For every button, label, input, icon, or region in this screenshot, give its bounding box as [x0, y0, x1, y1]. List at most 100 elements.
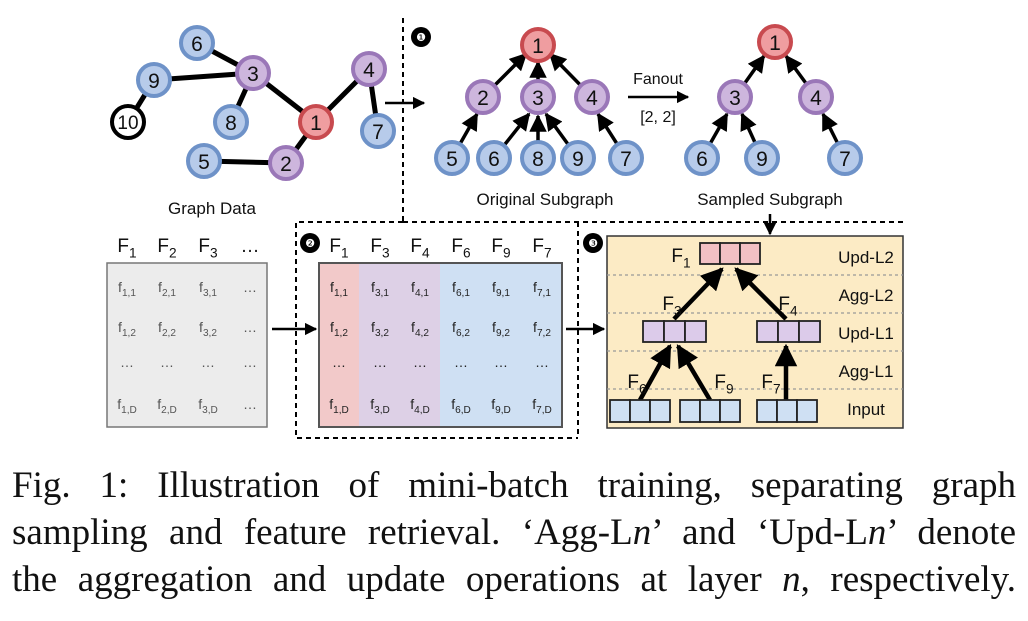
orig-node-5: 5 [434, 140, 470, 176]
sampled-features-cell: f4,1 [411, 279, 429, 299]
sampled-features-box [318, 262, 563, 428]
sampled-col-purple [359, 263, 440, 427]
graph-node-3-label: 3 [247, 63, 259, 86]
samp-node-1-label: 1 [769, 32, 781, 55]
original-subgraph-nodes: 1 2 3 4 5 6 8 9 7 [434, 27, 644, 176]
step-marker-2-text: ❷ [305, 238, 315, 250]
graph-node-4: 4 [351, 51, 387, 87]
feature-table-cell: … [243, 354, 257, 370]
sampled-subgraph-label: Sampled Subgraph [697, 190, 843, 209]
figure-caption: Fig. 1: Illustration of mini-batch train… [12, 462, 1016, 603]
step-marker-1-text: ❶ [416, 32, 426, 44]
samp-node-7: 7 [827, 140, 863, 176]
mini-batch-training-diagram: ❶ ❷ ❸ 6 9 3 4 10 8 1 7 5 [106, 18, 905, 439]
samp-node-6: 6 [684, 140, 720, 176]
sampled-features-cell: f3,D [370, 396, 390, 416]
orig-node-6: 6 [476, 140, 512, 176]
caption-line-2a: sampling and feature retrieval. ‘Agg-L [12, 512, 633, 553]
layer-label-upd-l1: Upd-L1 [838, 324, 894, 343]
aggregation-arrows [638, 267, 798, 402]
feature-table-cell: f1,2 [118, 319, 136, 339]
embedding-f4 [756, 320, 821, 343]
training-model: Upd-L2 Agg-L2 Upd-L1 Agg-L1 Input [606, 235, 904, 429]
orig-node-6-label: 6 [488, 148, 500, 171]
feature-table-cell: f3,2 [199, 319, 217, 339]
layer-label-agg-l2: Agg-L2 [839, 286, 894, 305]
sampled-features-cell: f4,2 [411, 319, 429, 339]
samp-node-9: 9 [744, 140, 780, 176]
orig-node-3-label: 3 [532, 87, 544, 110]
sampled-features-cell: f9,2 [492, 319, 510, 339]
orig-node-1-label: 1 [532, 35, 544, 58]
graph-node-6-label: 6 [191, 33, 203, 56]
samp-node-1: 1 [757, 24, 793, 60]
graph-node-3: 3 [235, 55, 271, 91]
orig-node-1: 1 [520, 27, 556, 63]
sampled-features-cell: … [454, 354, 468, 370]
samp-node-3: 3 [717, 79, 753, 115]
orig-node-9: 9 [560, 140, 596, 176]
sampled-features-cell: … [535, 354, 549, 370]
feature-table-cell: f3,D [198, 396, 218, 416]
sampled-subgraph-nodes: 1 3 4 6 9 7 [684, 24, 863, 176]
graph-node-8: 8 [213, 104, 249, 140]
sampled-features-cell: f6,D [451, 396, 471, 416]
graph-node-7: 7 [360, 113, 396, 149]
sampled-features-cell: f1,1 [330, 279, 348, 299]
caption-line-2b: ’ and ‘Upd-L [651, 512, 868, 553]
orig-node-8: 8 [520, 140, 556, 176]
graph-node-5-label: 5 [198, 151, 210, 174]
graph-node-8-label: 8 [225, 112, 237, 135]
graph-node-4-label: 4 [363, 59, 375, 82]
sampled-features-cell: f1,2 [330, 319, 348, 339]
graph-node-2-label: 2 [280, 153, 292, 176]
graph-node-9-label: 9 [148, 70, 160, 93]
caption-line-1: Fig. 1: Illustration of mini-batch train… [12, 465, 1016, 506]
embedding-f3 [642, 320, 707, 343]
embedding-f9 [679, 399, 741, 423]
feature-table-cell: f3,1 [199, 279, 217, 299]
samp-node-9-label: 9 [756, 148, 768, 171]
sampled-features-cell: f3,1 [371, 279, 389, 299]
caption-line-3: the aggregation and update operations at… [12, 556, 1016, 603]
samp-node-6-label: 6 [696, 148, 708, 171]
step-marker-3-text: ❸ [588, 238, 598, 250]
sampled-features-header: F1 [329, 236, 348, 261]
feature-table-header: F1 [117, 236, 136, 261]
orig-node-3: 3 [520, 79, 556, 115]
embedding-f1 [699, 242, 761, 265]
sampled-features-cell: f7,1 [533, 279, 551, 299]
sampled-features-cell: f6,1 [452, 279, 470, 299]
orig-node-4: 4 [574, 79, 610, 115]
sampled-subgraph: 1 3 4 6 9 7 Sampled Subgraph [684, 24, 863, 209]
feature-table-cell: f2,D [157, 396, 177, 416]
orig-node-7-label: 7 [620, 148, 632, 171]
step-marker-2: ❷ [300, 233, 320, 253]
layer-labels: Upd-L2 Agg-L2 Upd-L1 Agg-L1 Input [838, 248, 894, 419]
sampled-features-header: F9 [491, 236, 510, 261]
sampled-features-cell: f9,1 [492, 279, 510, 299]
samp-node-3-label: 3 [729, 87, 741, 110]
orig-node-9-label: 9 [572, 148, 584, 171]
sampled-features-cell: f7,2 [533, 319, 551, 339]
caption-line-3b: , respectively. [800, 559, 1016, 600]
sampled-features-cell: … [494, 354, 508, 370]
embedding-label: F1 [671, 246, 690, 271]
graph-node-10: 10 [110, 104, 146, 140]
feature-table-cell: f1,D [117, 396, 137, 416]
sampled-col-blue [440, 263, 562, 427]
graph-node-2: 2 [268, 145, 304, 181]
step-marker-1: ❶ [411, 27, 431, 47]
original-subgraph: 1 2 3 4 5 6 8 9 7 Original Subgraph [434, 27, 644, 209]
embedding-f7 [756, 399, 818, 423]
graph-data: 6 9 3 4 10 8 1 7 5 2 Graph Data [110, 25, 396, 218]
sampled-features-header: F7 [532, 236, 551, 261]
layer-label-agg-l1: Agg-L1 [839, 362, 894, 381]
feature-table-cell: … [243, 396, 257, 412]
feature-table-cell: … [120, 354, 134, 370]
samp-node-7-label: 7 [839, 148, 851, 171]
feature-table-header: F2 [157, 236, 176, 261]
